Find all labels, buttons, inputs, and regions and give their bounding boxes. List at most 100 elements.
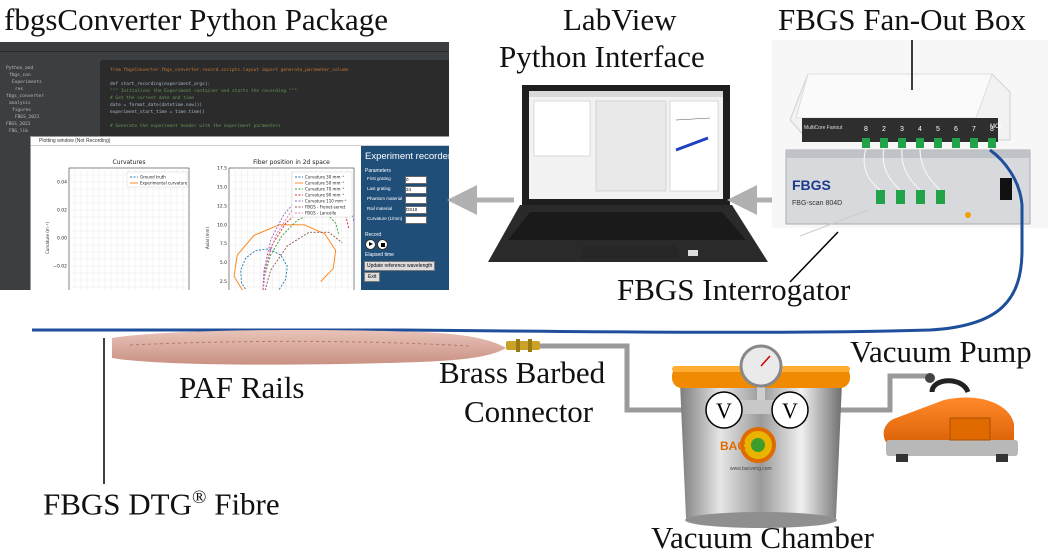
- python-package-label: fbgsConverter Python Package: [4, 2, 388, 37]
- vacuum-pump: [883, 373, 1018, 462]
- project-tree-item[interactable]: analysis: [9, 101, 31, 106]
- parameters-label: Parameters: [365, 168, 391, 174]
- code-line: # Get the current date and time: [110, 96, 194, 101]
- legend-entry: FBGS - Frenet-serret: [305, 205, 346, 210]
- y-tick-label: 5.0: [220, 260, 227, 266]
- fanout-port-number: 4: [918, 126, 922, 133]
- project-tree-item[interactable]: res: [15, 87, 24, 92]
- interrogator-ports: [876, 190, 945, 204]
- fanout-port-number: 2: [882, 126, 886, 133]
- labview-label-line2: Python Interface: [499, 39, 705, 74]
- experiment-recorder-panel: Experiment recorder Parameters First gra…: [361, 146, 449, 290]
- y-tick-label: 12.5: [217, 203, 227, 209]
- code-line: date = format_date(datetime.now()): [110, 103, 203, 108]
- exit-button[interactable]: Exit: [364, 272, 381, 282]
- legend-entry: Curvature 50 mm⁻¹: [305, 181, 344, 186]
- tube-valve-to-pump: [808, 373, 928, 413]
- legend-entry: Curvature 30 mm⁻¹: [305, 175, 344, 180]
- parameter-input[interactable]: 24: [405, 186, 427, 194]
- play-icon: [369, 242, 373, 246]
- fbgs-hardware: [772, 40, 1048, 237]
- y-tick-label: 2.5: [220, 279, 227, 285]
- project-tree-item[interactable]: Python_and: [6, 66, 34, 71]
- project-tree-item[interactable]: figures: [12, 108, 31, 113]
- ide-menubar: [0, 42, 449, 51]
- fibre-label-main: FBGS DTG: [43, 486, 193, 522]
- legend-box: [126, 171, 188, 188]
- y-tick-label: 15.0: [217, 184, 227, 190]
- connector-label-line2: Connector: [464, 394, 594, 429]
- legend-entry: Curvature 110 mm⁻¹: [305, 199, 347, 204]
- paf-rails: [112, 330, 506, 365]
- brass-barbed-connector: [506, 339, 540, 352]
- valve-right-label: V: [782, 398, 798, 423]
- parameter-label: Phantom material: [367, 196, 403, 201]
- vacuum-chamber: BAC www.bacveng.com: [672, 344, 850, 528]
- code-line: from fbgsConverter.fbgs_converter.record…: [110, 68, 349, 73]
- panel-title: Experiment recorder: [365, 151, 449, 162]
- project-tree-item[interactable]: FBGS_2021: [6, 122, 31, 127]
- fanout-port-number: 8: [864, 126, 868, 133]
- y-tick-label: 0.04: [57, 180, 67, 186]
- stop-icon: [380, 242, 385, 247]
- project-tree-item[interactable]: FBGS_2021: [15, 115, 40, 120]
- record-label: Record: [365, 232, 382, 238]
- code-line: def start_recording(experiment_args):: [110, 82, 211, 87]
- y-tick-label: 7.5: [220, 241, 227, 247]
- parameter-input[interactable]: [405, 216, 427, 224]
- fanout-port-number: 7: [972, 126, 976, 133]
- parameter-input[interactable]: [405, 196, 427, 204]
- legend-entry: Curvature 70 mm⁻¹: [305, 187, 344, 192]
- mcf-text: MCF: [990, 124, 1003, 130]
- fbgs-brand-text: FBGS: [792, 177, 831, 193]
- series-line: [262, 212, 340, 290]
- chamber-url-text: www.bacveng.com: [730, 466, 772, 472]
- parameter-input[interactable]: DS10: [405, 206, 427, 214]
- project-tree-item[interactable]: Experiments: [12, 80, 42, 85]
- code-line: # Generate the experiment header with th…: [110, 124, 281, 129]
- recorder-window: Plotting window (Not Recording) Curvatur…: [30, 136, 449, 290]
- fanout-port-number: 8: [990, 126, 994, 133]
- fanout-port-number: 3: [900, 126, 904, 133]
- interrogator-pointer: [789, 231, 839, 283]
- valve-left-label: V: [716, 398, 732, 423]
- y-tick-label: 10.0: [217, 222, 227, 228]
- update-reference-button[interactable]: Update reference wavelength: [364, 261, 436, 271]
- chamber-logo: BAC www.bacveng.com: [720, 427, 776, 472]
- parameter-label: Last grating: [367, 186, 391, 191]
- legend-entry: Curvature 90 mm⁻¹: [305, 193, 344, 198]
- parameter-label: Rail material: [367, 206, 393, 211]
- labview-label-line1: LabView: [563, 2, 677, 37]
- interrogator-label: FBGS Interrogator: [617, 272, 851, 307]
- parameter-input[interactable]: 0: [405, 176, 427, 184]
- chamber-brand-text: BAC: [720, 439, 746, 453]
- y-axis-label: Axial (mm): [205, 227, 210, 249]
- connector-label-line1: Brass Barbed: [439, 355, 606, 390]
- recorder-window-title: Plotting window (Not Recording): [39, 138, 111, 144]
- elapsed-time-label: Elapsed time: [365, 252, 394, 258]
- project-tree-item[interactable]: fbgs_converter: [6, 94, 44, 99]
- chart-title: Fiber position in 2d space: [253, 159, 330, 166]
- legend-entry: FBGS - Lancelle: [305, 211, 337, 216]
- vacuum-pump-label: Vacuum Pump: [850, 334, 1032, 369]
- series-line: [264, 231, 343, 290]
- record-button[interactable]: [365, 239, 376, 250]
- ide-toolbar: [0, 51, 449, 61]
- fibre-label-suffix: Fibre: [206, 486, 280, 522]
- code-line: experiment_start_time = time.time(): [110, 110, 205, 115]
- valve-right: V: [771, 391, 809, 429]
- stop-button[interactable]: [377, 239, 388, 250]
- parameter-label: Curvature (1/mm): [367, 216, 403, 221]
- project-tree-item[interactable]: FBG_lib: [9, 129, 28, 134]
- fanout-panel-text: MultiCore Fanout: [804, 125, 843, 131]
- project-tree-item[interactable]: fbgs_con: [9, 73, 31, 78]
- y-tick-label: −0.02: [53, 264, 67, 270]
- fanout-port-number: 5: [936, 126, 940, 133]
- fanout-ports: [862, 138, 996, 148]
